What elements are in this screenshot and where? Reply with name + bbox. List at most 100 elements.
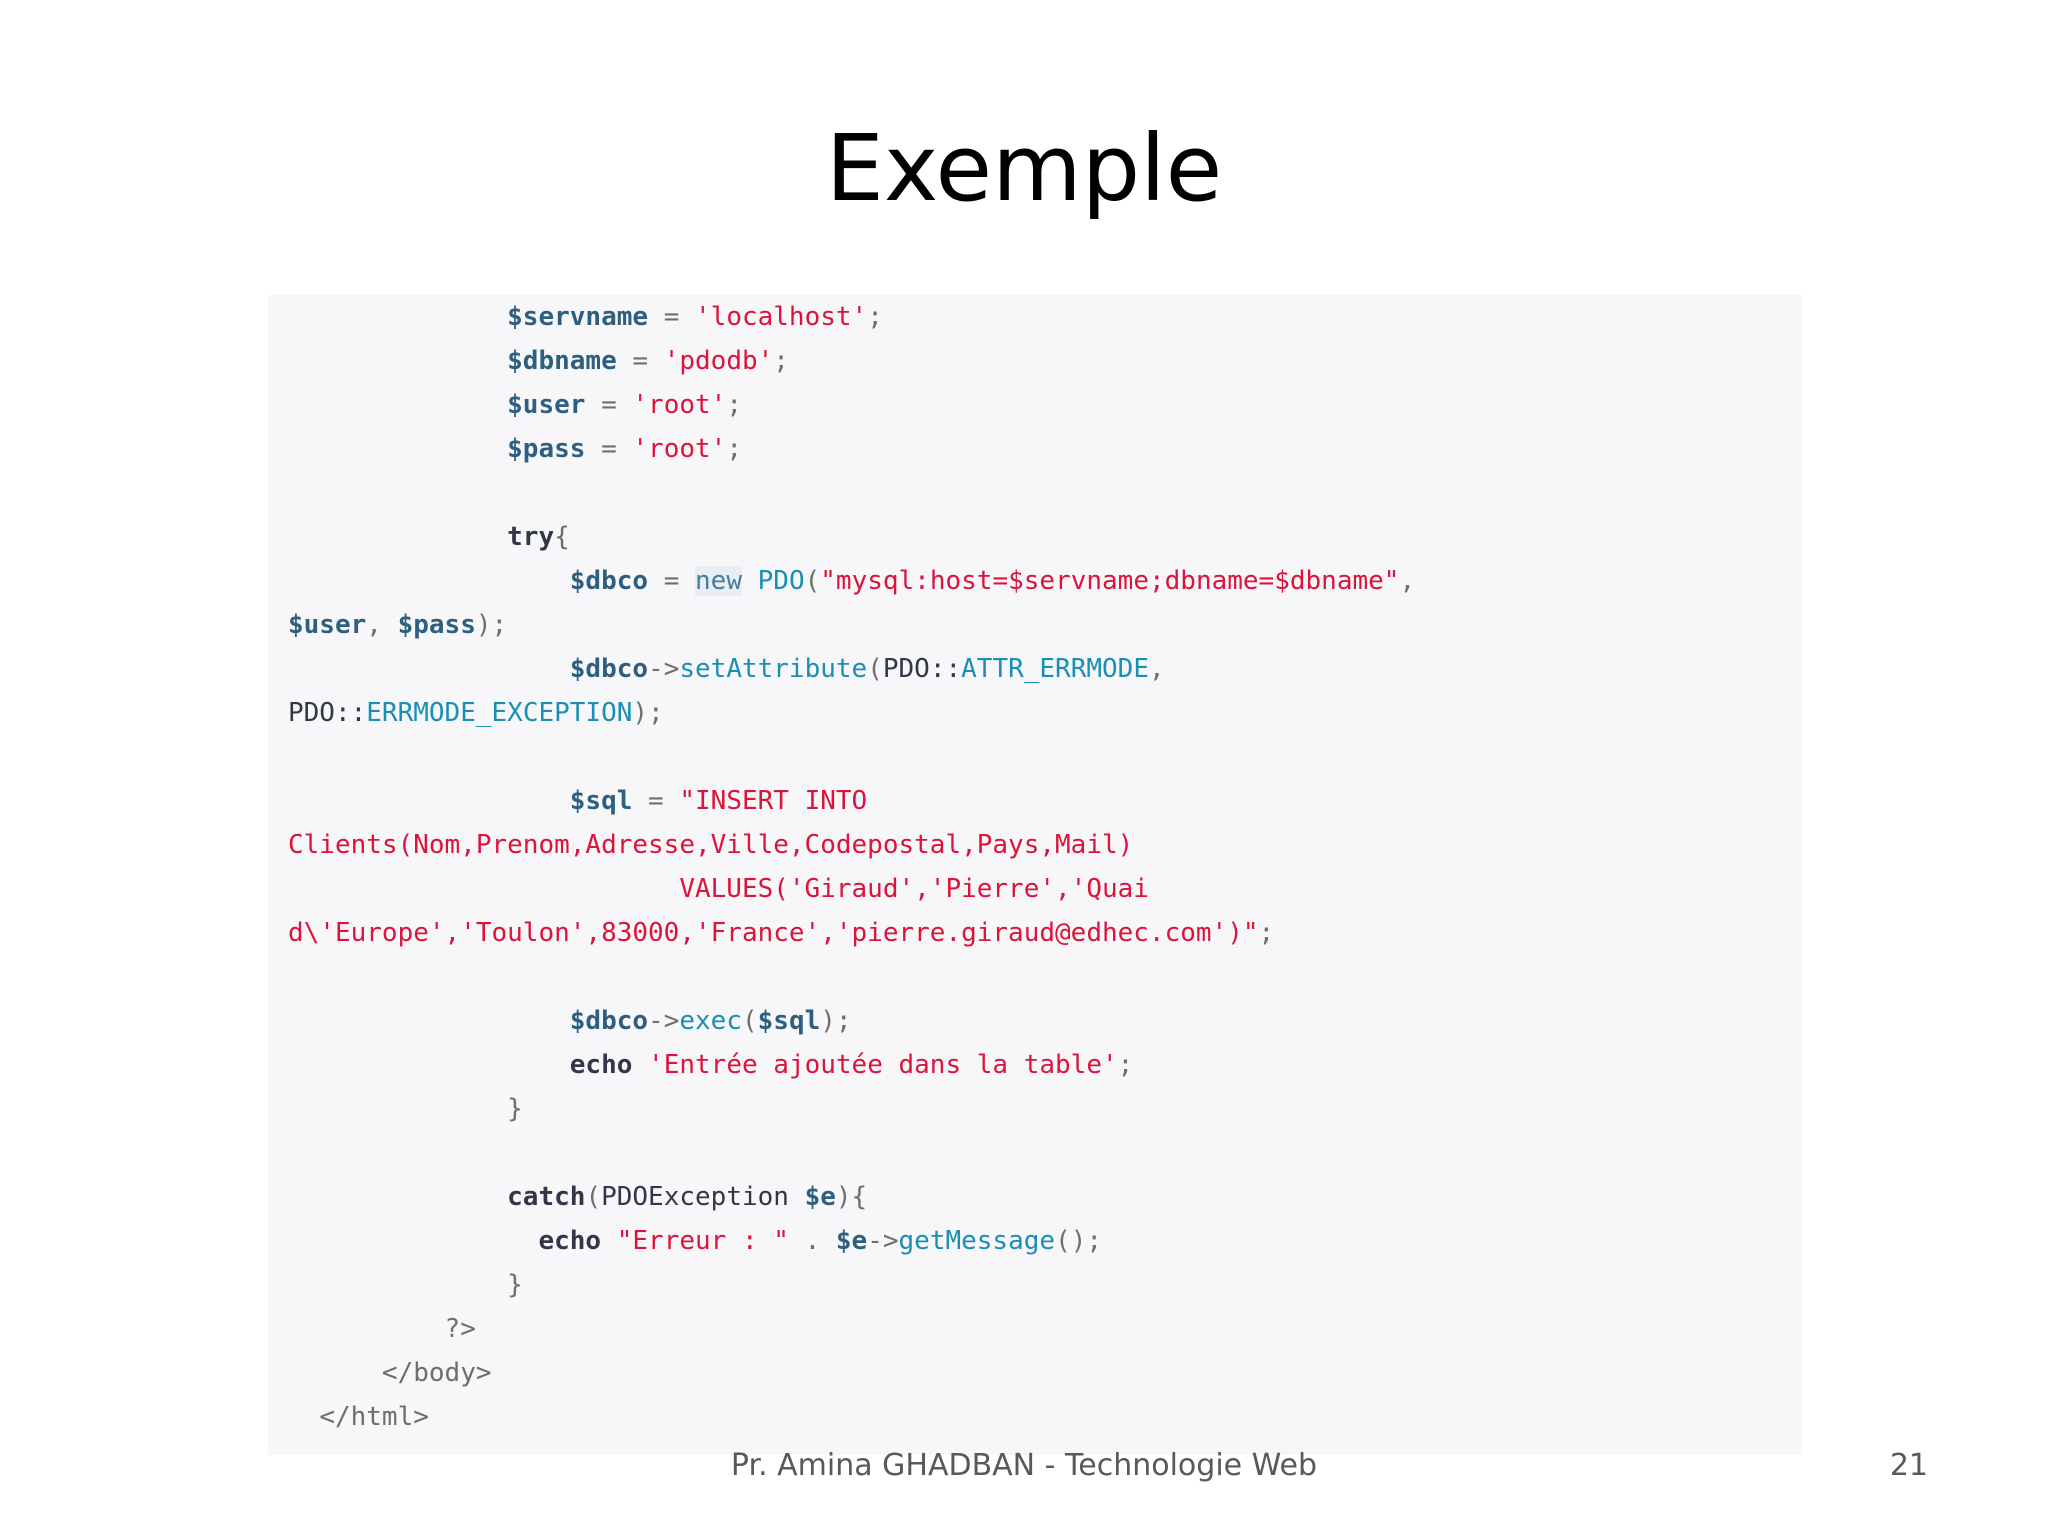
code-token: = bbox=[632, 786, 680, 816]
code-token: , bbox=[1148, 654, 1165, 684]
code-token: ; bbox=[1117, 1050, 1134, 1080]
code-token: </body> bbox=[381, 1358, 492, 1388]
code-token: ERRMODE_EXCEPTION bbox=[366, 698, 633, 728]
code-token: d\'Europe','Toulon',83000,'France','pier… bbox=[288, 918, 1259, 948]
code-token bbox=[601, 1226, 617, 1256]
code-token: = bbox=[648, 302, 696, 332]
code-token: try bbox=[507, 522, 555, 552]
code-token: catch bbox=[507, 1182, 586, 1212]
code-token: = bbox=[585, 434, 633, 464]
code-token bbox=[288, 1182, 507, 1212]
code-token: $pass bbox=[507, 434, 586, 464]
code-token: $dbname bbox=[507, 346, 617, 376]
code-token: ?> bbox=[444, 1314, 476, 1344]
code-token bbox=[288, 1314, 445, 1344]
code-token bbox=[288, 654, 570, 684]
code-token bbox=[288, 1402, 319, 1432]
code-token: </html> bbox=[319, 1402, 429, 1432]
code-token: $user bbox=[507, 390, 586, 420]
code-token: 'Entrée ajoutée dans la table' bbox=[648, 1050, 1118, 1080]
code-line: echo "Erreur : " . $e->getMessage(); bbox=[288, 1219, 1415, 1263]
code-token: PDO bbox=[757, 566, 805, 596]
code-token: 'localhost' bbox=[695, 302, 868, 332]
code-token bbox=[288, 786, 570, 816]
code-token: ; bbox=[867, 302, 883, 332]
code-token: 'root' bbox=[632, 390, 727, 420]
code-token: ); bbox=[632, 698, 664, 728]
code-line: $sql = "INSERT INTO bbox=[288, 779, 1415, 823]
page-number: 21 bbox=[1889, 1448, 1928, 1483]
code-token bbox=[288, 522, 507, 552]
code-token: ( bbox=[867, 654, 883, 684]
code-line: </html> bbox=[288, 1395, 1415, 1439]
code-token: PDO:: bbox=[288, 698, 367, 728]
slide-footer: Pr. Amina GHADBAN - Technologie Web bbox=[730, 1448, 1318, 1483]
code-token: "INSERT INTO bbox=[679, 786, 868, 816]
code-token bbox=[288, 434, 507, 464]
code-line bbox=[288, 1131, 1415, 1175]
code-line: </body> bbox=[288, 1351, 1415, 1395]
code-listing: $servname = 'localhost'; $dbname = 'pdod… bbox=[288, 295, 1415, 1439]
code-token bbox=[288, 1358, 382, 1388]
code-line: $dbname = 'pdodb'; bbox=[288, 339, 1415, 383]
code-token: exec bbox=[679, 1006, 742, 1036]
code-token: ( bbox=[585, 1182, 602, 1212]
code-token: ; bbox=[773, 346, 789, 376]
code-line: d\'Europe','Toulon',83000,'France','pier… bbox=[288, 911, 1415, 955]
code-line: $pass = 'root'; bbox=[288, 427, 1415, 471]
code-token: ; bbox=[726, 390, 742, 420]
code-line: PDO::ERRMODE_EXCEPTION); bbox=[288, 691, 1415, 735]
code-token: "mysql:host=$servname;dbname=$dbname" bbox=[820, 566, 1400, 596]
code-token bbox=[288, 1226, 538, 1256]
code-line: $servname = 'localhost'; bbox=[288, 295, 1415, 339]
code-token: $dbco bbox=[569, 1006, 649, 1036]
code-line: } bbox=[288, 1263, 1415, 1307]
code-line bbox=[288, 955, 1415, 999]
slide-title: Exemple bbox=[825, 115, 1223, 222]
code-token: PDO:: bbox=[882, 654, 962, 684]
code-token: . bbox=[788, 1226, 836, 1256]
code-token: , bbox=[1399, 566, 1416, 596]
code-token: 'pdodb' bbox=[663, 346, 774, 376]
code-line: $user = 'root'; bbox=[288, 383, 1415, 427]
code-token: setAttribute bbox=[679, 654, 868, 684]
code-token bbox=[288, 1006, 570, 1036]
code-token: echo bbox=[538, 1226, 602, 1256]
code-token: { bbox=[554, 522, 570, 552]
code-line: try{ bbox=[288, 515, 1415, 559]
code-token: -> bbox=[867, 1226, 899, 1256]
code-token: echo bbox=[569, 1050, 633, 1080]
code-token: VALUES('Giraud','Pierre','Quai bbox=[288, 874, 1149, 904]
code-token: $dbco bbox=[569, 566, 649, 596]
code-token: ); bbox=[820, 1006, 852, 1036]
code-token bbox=[288, 390, 507, 420]
code-line bbox=[288, 471, 1415, 515]
code-token: $e bbox=[804, 1182, 836, 1212]
code-token: Clients(Nom,Prenom,Adresse,Ville,Codepos… bbox=[288, 830, 1134, 860]
code-token: } bbox=[507, 1270, 523, 1300]
code-token: = bbox=[616, 346, 664, 376]
code-line: $dbco->setAttribute(PDO::ATTR_ERRMODE, bbox=[288, 647, 1415, 691]
code-token: new bbox=[695, 566, 742, 596]
code-token: ; bbox=[726, 434, 742, 464]
code-token: $pass bbox=[397, 610, 476, 640]
code-line: $dbco->exec($sql); bbox=[288, 999, 1415, 1043]
code-token bbox=[742, 566, 758, 596]
code-line: $dbco = new PDO("mysql:host=$servname;db… bbox=[288, 559, 1415, 603]
code-token: ( bbox=[741, 1006, 758, 1036]
code-line bbox=[288, 735, 1415, 779]
code-token bbox=[288, 1050, 570, 1080]
code-token bbox=[632, 1050, 648, 1080]
code-token: $servname bbox=[507, 302, 649, 332]
code-token: -> bbox=[648, 654, 680, 684]
code-token: ){ bbox=[835, 1182, 868, 1212]
code-token: PDOException bbox=[601, 1182, 805, 1212]
code-token: } bbox=[507, 1094, 523, 1124]
code-token: "Erreur : " bbox=[616, 1226, 789, 1256]
code-block: $servname = 'localhost'; $dbname = 'pdod… bbox=[268, 295, 1802, 1455]
code-token bbox=[288, 1270, 507, 1300]
code-token bbox=[288, 346, 507, 376]
code-line: Clients(Nom,Prenom,Adresse,Ville,Codepos… bbox=[288, 823, 1415, 867]
code-token: 'root' bbox=[632, 434, 727, 464]
code-token bbox=[288, 302, 507, 332]
